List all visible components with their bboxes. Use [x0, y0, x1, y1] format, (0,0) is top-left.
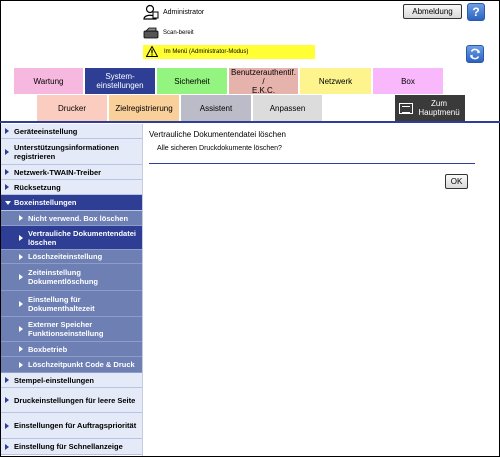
tab-3[interactable]: Benutzerauthentif. / E.K.C.	[229, 68, 298, 95]
sidebar-item-4[interactable]: Boxeinstellungen	[1, 195, 142, 211]
sidebar-subitem-5[interactable]: Externer Speicher Funktionseinstellung	[1, 317, 142, 342]
arrow-icon	[5, 377, 9, 383]
sidebar-item-7[interactable]: Einstellungen für Auftragspriorität	[1, 413, 142, 439]
ok-button[interactable]: OK	[445, 174, 468, 189]
sidebar-item-label: Löschzeiteinstellung	[28, 252, 103, 261]
scan-status: Scan-bereit	[163, 30, 194, 36]
refresh-button[interactable]	[466, 45, 484, 63]
sidebar-item-label: Netzwerk-TWAIN-Treiber	[14, 167, 102, 177]
sidebar-item-label: Nicht verwend. Box löschen	[28, 213, 129, 223]
sidebar-item-label: Unterstützungsinformationen registrieren	[14, 142, 119, 161]
arrow-icon	[5, 200, 11, 205]
sub-tab-0[interactable]: Drucker	[37, 95, 107, 121]
arrow-icon	[5, 397, 9, 403]
user-name: Administrator	[163, 9, 205, 16]
tab-4[interactable]: Netzwerk	[300, 68, 371, 94]
mode-text: Im Menü (Administrator-Modus)	[164, 49, 249, 55]
sidebar-subitem-4[interactable]: Einstellung für Dokumenthaltezeit	[1, 291, 142, 317]
sidebar-item-label: Externer Speicher Funktionseinstellung	[28, 320, 104, 338]
warning-icon	[146, 46, 158, 57]
tab-1[interactable]: System- einstellungen	[85, 68, 155, 94]
arrow-icon	[19, 215, 23, 221]
sidebar-item-8[interactable]: Einstellung für Schnellanzeige	[1, 439, 142, 455]
sidebar-item-label: Rücksetzung	[14, 182, 61, 192]
sidebar-subitem-6[interactable]: Boxbetrieb	[1, 342, 142, 357]
arrow-icon	[5, 128, 9, 134]
sidebar-subitem-1[interactable]: Vertrauliche Dokumentendatei löschen	[1, 226, 142, 250]
page-title: Vertrauliche Dokumentendatei löschen	[149, 130, 286, 139]
sidebar-item-2[interactable]: Netzwerk-TWAIN-Treiber	[1, 165, 142, 180]
arrow-icon	[19, 361, 23, 368]
administrator-icon	[143, 4, 159, 20]
sidebar-item-0[interactable]: Geräteeinstellung	[1, 124, 142, 139]
arrow-icon	[5, 443, 9, 450]
sidebar-item-label: Zeiteinstellung Dokumentlöschung	[28, 268, 99, 286]
help-button[interactable]: ?	[467, 3, 485, 21]
main-menu-button[interactable]: Zum Hauptmenü	[395, 95, 465, 121]
sidebar-subitem-3[interactable]: Zeiteinstellung Dokumentlöschung	[1, 264, 142, 291]
sidebar-item-label: Boxbetrieb	[28, 344, 68, 354]
tab-2[interactable]: Sicherheit	[157, 68, 227, 94]
sub-tab-1[interactable]: Zielregistrierung	[109, 95, 179, 121]
main-menu-icon	[399, 102, 413, 114]
confirmation-question: Alle sicheren Druckdokumente löschen?	[157, 145, 282, 152]
sidebar-item-label: Löschzeitpunkt Code & Druck	[28, 360, 135, 369]
arrow-icon	[5, 184, 9, 190]
sidebar-item-label: Einstellungen für Auftragspriorität	[14, 421, 137, 430]
mode-banner	[143, 45, 315, 59]
arrow-icon	[19, 300, 23, 307]
arrow-icon	[19, 346, 23, 352]
sidebar-subitem-2[interactable]: Löschzeiteinstellung	[1, 250, 142, 264]
sidebar-item-label: Stempel-einstellungen	[14, 375, 95, 385]
refresh-icon	[470, 48, 480, 60]
content-divider	[149, 163, 475, 164]
sidebar-subitem-0[interactable]: Nicht verwend. Box löschen	[1, 211, 142, 226]
sidebar-item-label: Vertrauliche Dokumentendatei löschen	[28, 228, 136, 247]
arrow-icon	[19, 274, 23, 280]
scanner-icon	[143, 27, 159, 39]
arrow-icon	[5, 169, 9, 175]
arrow-icon	[19, 234, 23, 241]
sidebar-item-label: Boxeinstellungen	[14, 198, 77, 207]
sub-tab-2[interactable]: Assistent	[181, 95, 251, 121]
sidebar-item-label: Geräteeinstellung	[14, 126, 78, 136]
tab-5[interactable]: Box	[373, 68, 443, 94]
sidebar-item-3[interactable]: Rücksetzung	[1, 180, 142, 195]
header-divider	[0, 121, 500, 123]
sidebar-subitem-7[interactable]: Löschzeitpunkt Code & Druck	[1, 357, 142, 373]
sidebar-item-label: Einstellung für Schnellanzeige	[14, 442, 123, 451]
arrow-icon	[19, 326, 23, 332]
arrow-icon	[5, 148, 9, 155]
main-menu-label: Zum Hauptmenü	[418, 99, 460, 117]
logout-button[interactable]: Abmeldung	[403, 4, 462, 19]
tab-0[interactable]: Wartung	[14, 68, 83, 94]
sidebar-separator	[142, 124, 143, 456]
sidebar-item-6[interactable]: Druckeinstellungen für leere Seite	[1, 388, 142, 413]
arrow-icon	[19, 253, 23, 260]
sidebar-item-5[interactable]: Stempel-einstellungen	[1, 373, 142, 388]
sidebar-item-1[interactable]: Unterstützungsinformationen registrieren	[1, 139, 142, 165]
arrow-icon	[5, 422, 9, 429]
sidebar-item-label: Einstellung für Dokumenthaltezeit	[28, 294, 95, 313]
sidebar-item-label: Druckeinstellungen für leere Seite	[14, 395, 136, 405]
sub-tab-3[interactable]: Anpassen	[253, 95, 322, 121]
